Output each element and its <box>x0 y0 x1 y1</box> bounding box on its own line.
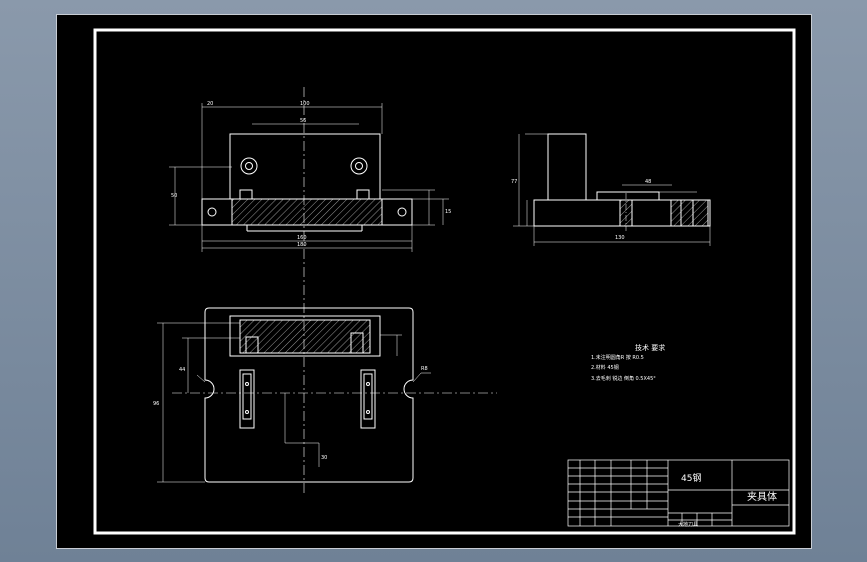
svg-text:15: 15 <box>445 209 451 215</box>
svg-text:77: 77 <box>511 179 517 185</box>
notes-heading: 技术 要求 <box>635 343 665 352</box>
mount-hole <box>350 157 368 175</box>
svg-text:48: 48 <box>645 179 651 185</box>
top-view: 96 44 R8 30 <box>153 307 497 483</box>
svg-text:100: 100 <box>300 101 310 107</box>
svg-text:50: 50 <box>171 193 177 199</box>
material-label: 45钢 <box>681 472 701 484</box>
svg-text:20: 20 <box>207 101 213 107</box>
side-view: 130 77 48 <box>511 133 711 246</box>
school-label: 大地刀具 <box>678 521 698 528</box>
mount-hole <box>240 157 258 175</box>
note-item: 1.未注明圆角R 按 R0.5 <box>591 354 644 361</box>
part-name: 夹具体 <box>747 490 777 503</box>
svg-text:44: 44 <box>179 367 185 373</box>
drawing-viewport[interactable]: 20 100 56 160 180 50 15 <box>56 14 812 549</box>
svg-text:96: 96 <box>153 401 159 407</box>
svg-text:30: 30 <box>321 455 327 461</box>
front-view: 20 100 56 160 180 50 15 <box>169 87 451 495</box>
technical-notes: 技术 要求 1.未注明圆角R 按 R0.5 2.材料 45钢 3.去毛刺 锐边 … <box>591 343 665 382</box>
note-item: 3.去毛刺 锐边 倒角 0.5X45° <box>591 375 656 382</box>
cad-drawing[interactable]: 20 100 56 160 180 50 15 <box>57 15 813 550</box>
svg-text:130: 130 <box>615 235 625 241</box>
svg-text:180: 180 <box>297 242 307 248</box>
svg-text:R8: R8 <box>421 366 428 372</box>
note-item: 2.材料 45钢 <box>591 364 619 371</box>
drawing-frame <box>93 28 796 535</box>
svg-text:56: 56 <box>300 118 306 124</box>
title-block <box>567 459 790 527</box>
svg-text:160: 160 <box>297 235 307 241</box>
